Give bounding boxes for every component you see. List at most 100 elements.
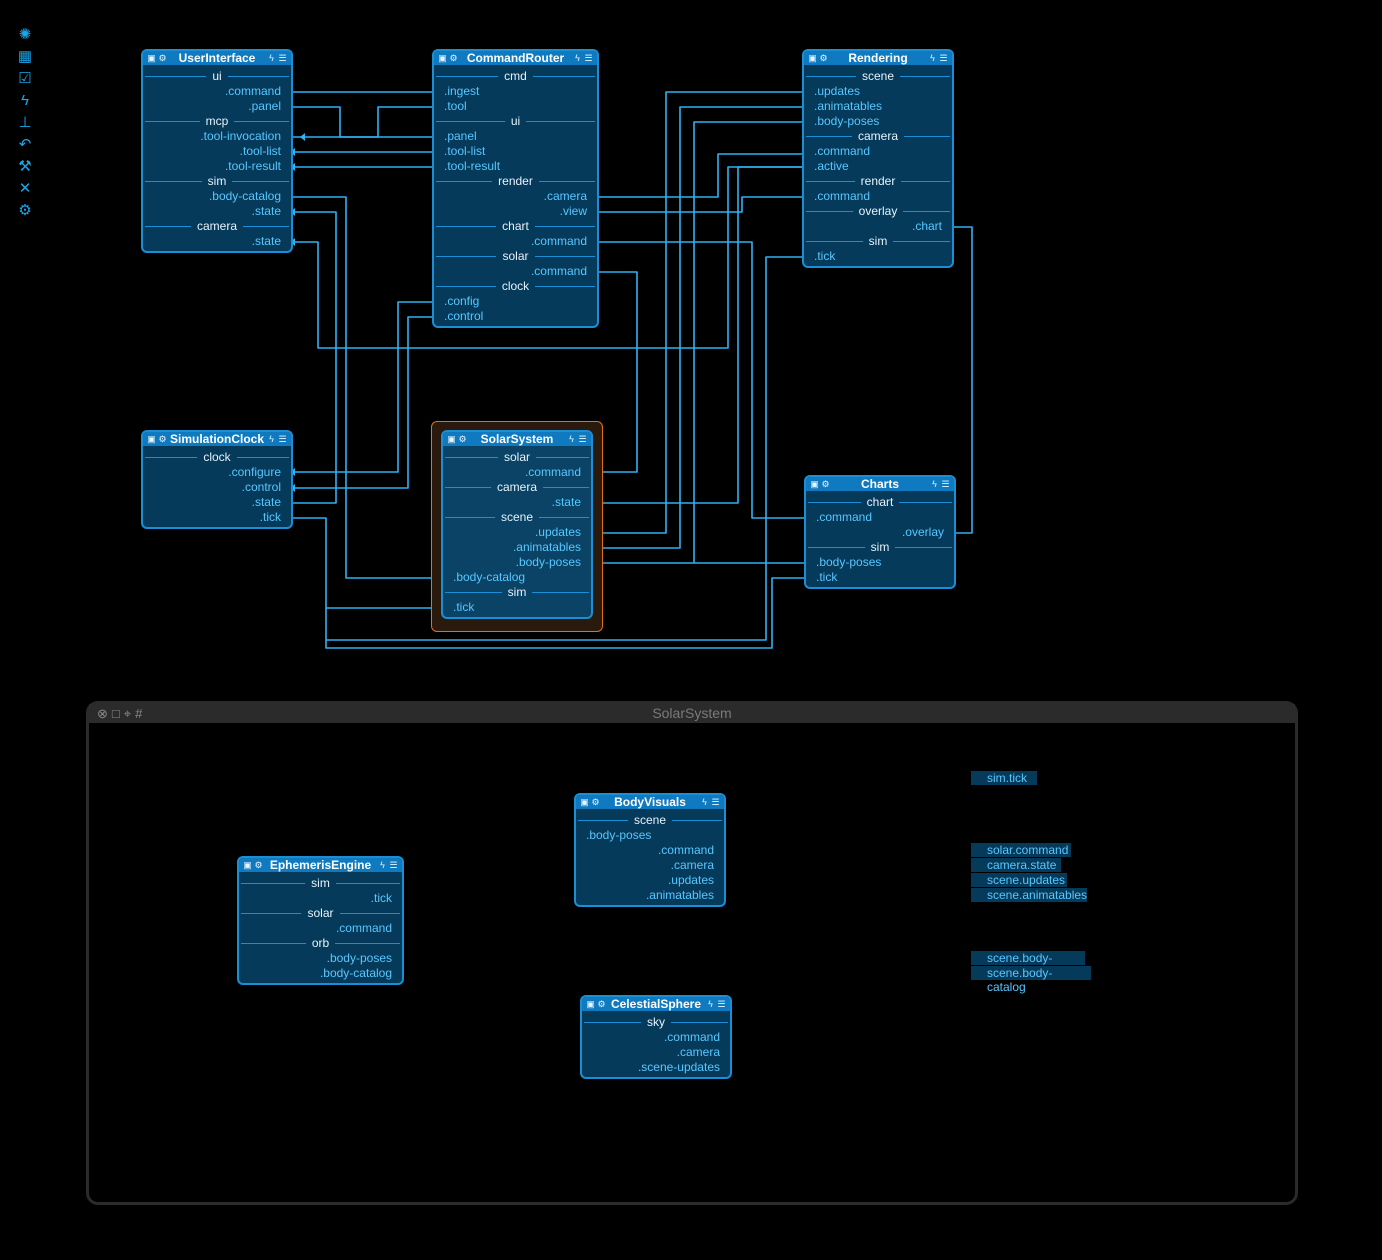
node-menu-icon[interactable]: ☰ bbox=[584, 52, 593, 63]
output-port[interactable]: .body-poses bbox=[326, 951, 392, 965]
output-port[interactable]: .tool-result bbox=[224, 159, 281, 173]
wire-overlay-chart[interactable] bbox=[954, 226, 973, 534]
output-port[interactable]: .tick bbox=[370, 891, 392, 905]
output-port[interactable]: .command bbox=[530, 264, 587, 278]
node-settings-icon[interactable]: ⚙ bbox=[449, 52, 458, 63]
subgraph-port[interactable]: camera.state bbox=[971, 858, 1061, 872]
output-port[interactable]: .command bbox=[663, 1030, 720, 1044]
tools-icon[interactable]: ✕ bbox=[18, 180, 32, 197]
input-port[interactable]: .body-poses bbox=[816, 555, 882, 569]
output-port[interactable]: .configure bbox=[228, 465, 281, 479]
output-port[interactable]: .updates bbox=[534, 525, 581, 539]
input-port[interactable]: .body-catalog bbox=[453, 570, 526, 584]
output-port[interactable]: .animatables bbox=[645, 888, 714, 902]
node-settings-icon[interactable]: ⚙ bbox=[819, 52, 828, 63]
output-port[interactable]: .panel bbox=[248, 99, 281, 113]
wire-solar-command[interactable] bbox=[593, 271, 638, 473]
node-trigger-icon[interactable]: ϟ bbox=[269, 434, 274, 444]
wire-tick-solar[interactable] bbox=[293, 517, 441, 609]
input-port[interactable]: .tool-result bbox=[444, 159, 501, 173]
output-port[interactable]: .overlay bbox=[901, 525, 944, 539]
subgraph-window-icons[interactable]: ⊗□⌖# bbox=[97, 706, 147, 721]
input-port[interactable]: .command bbox=[814, 144, 871, 158]
output-port[interactable]: .command bbox=[657, 843, 714, 857]
output-port[interactable]: .body-catalog bbox=[208, 189, 281, 203]
output-port[interactable]: .command bbox=[530, 234, 587, 248]
node-menu-icon[interactable]: ☰ bbox=[578, 433, 587, 444]
wire-scene-body-poses[interactable] bbox=[593, 121, 802, 564]
gear-icon[interactable]: ⚙ bbox=[18, 202, 32, 219]
wrench-icon[interactable]: ⚒ bbox=[18, 158, 32, 175]
input-port[interactable]: .updates bbox=[814, 84, 861, 98]
node-trigger-icon[interactable]: ϟ bbox=[932, 479, 937, 489]
output-port[interactable]: .scene-updates bbox=[637, 1060, 720, 1074]
node-trigger-icon[interactable]: ϟ bbox=[702, 797, 707, 807]
node-settings-icon[interactable]: ⚙ bbox=[254, 859, 263, 870]
output-port[interactable]: .tick bbox=[259, 510, 281, 524]
output-port[interactable]: .command bbox=[524, 465, 581, 479]
output-port[interactable]: .command bbox=[224, 84, 281, 98]
input-port[interactable]: .tool bbox=[444, 99, 467, 113]
output-port[interactable]: .state bbox=[251, 234, 281, 248]
output-port[interactable]: .command bbox=[335, 921, 392, 935]
node-settings-icon[interactable]: ⚙ bbox=[158, 433, 167, 444]
node-menu-icon[interactable]: ☰ bbox=[939, 52, 948, 63]
node-settings-icon[interactable]: ⚙ bbox=[591, 796, 600, 807]
subgraph-port[interactable]: scene.updates bbox=[971, 873, 1067, 887]
output-port[interactable]: .view bbox=[559, 204, 587, 218]
undo-icon[interactable]: ↶ bbox=[18, 136, 32, 153]
network-icon[interactable]: ✺ bbox=[18, 26, 32, 43]
node-settings-icon[interactable]: ⚙ bbox=[821, 478, 830, 489]
output-port[interactable]: .animatables bbox=[512, 540, 581, 554]
output-port[interactable]: .state bbox=[551, 495, 581, 509]
wire-render-view[interactable] bbox=[599, 196, 802, 213]
wire-scene-animatables[interactable] bbox=[593, 106, 802, 549]
node-menu-icon[interactable]: ☰ bbox=[278, 433, 287, 444]
output-port[interactable]: .updates bbox=[667, 873, 714, 887]
node-trigger-icon[interactable]: ϟ bbox=[269, 53, 274, 63]
subgraph-port[interactable]: scene.body-catalog bbox=[971, 966, 1091, 994]
checklist-icon[interactable]: ☑ bbox=[18, 70, 32, 87]
input-port[interactable]: .tick bbox=[814, 249, 836, 263]
wire-sim-state[interactable] bbox=[293, 211, 337, 504]
output-port[interactable]: .camera bbox=[543, 189, 587, 203]
subgraph-port[interactable]: scene.animatables bbox=[971, 888, 1087, 902]
input-port[interactable]: .command bbox=[816, 510, 873, 524]
input-port[interactable]: .config bbox=[444, 294, 480, 308]
input-port[interactable]: .tick bbox=[816, 570, 838, 584]
input-port[interactable]: .tick bbox=[453, 600, 475, 614]
grid-icon[interactable]: ▦ bbox=[17, 48, 33, 65]
bolt-icon[interactable]: ϟ bbox=[21, 92, 29, 109]
wire-clock-config[interactable] bbox=[293, 301, 432, 473]
node-settings-icon[interactable]: ⚙ bbox=[458, 433, 467, 444]
node-trigger-icon[interactable]: ϟ bbox=[930, 53, 935, 63]
output-port[interactable]: .chart bbox=[911, 219, 942, 233]
wire-render-camera[interactable] bbox=[599, 153, 802, 198]
node-trigger-icon[interactable]: ϟ bbox=[575, 53, 580, 63]
wire-body-catalog[interactable] bbox=[293, 196, 441, 579]
output-port[interactable]: .tool-invocation bbox=[200, 129, 281, 143]
wire-chart-command[interactable] bbox=[599, 241, 804, 519]
wire-clock-control[interactable] bbox=[293, 316, 432, 489]
output-port[interactable]: .state bbox=[251, 495, 281, 509]
wire-ui-panel[interactable] bbox=[293, 106, 432, 138]
subgraph-port[interactable]: sim.tick bbox=[971, 771, 1037, 785]
input-port[interactable]: .animatables bbox=[814, 99, 883, 113]
output-port[interactable]: .body-poses bbox=[515, 555, 581, 569]
output-port[interactable]: .tool-list bbox=[239, 144, 281, 158]
node-menu-icon[interactable]: ☰ bbox=[941, 478, 950, 489]
